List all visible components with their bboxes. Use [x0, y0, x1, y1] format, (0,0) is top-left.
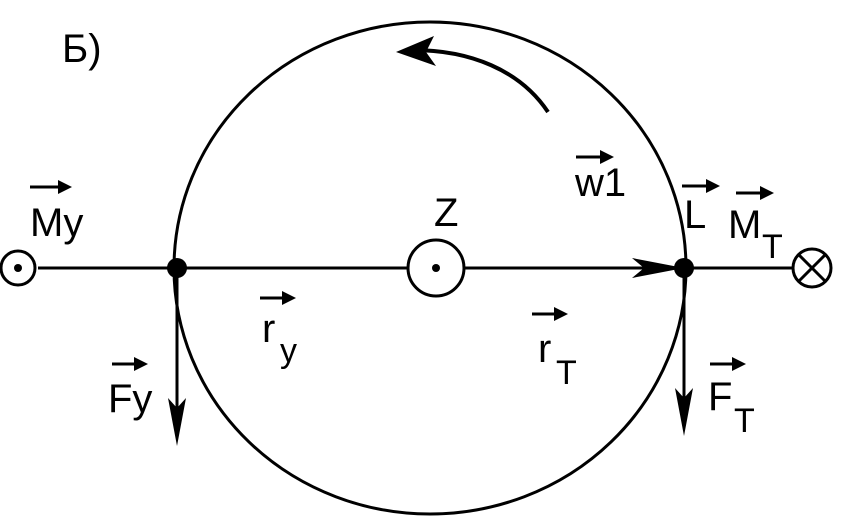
label-mt-sub: T: [762, 228, 783, 266]
force-fy-arrow-icon: [168, 398, 186, 446]
label-ft-sub: T: [734, 402, 755, 440]
circle-cross-icon: [791, 247, 833, 289]
force-ft-arrow-icon: [675, 388, 693, 436]
label-z: Z: [434, 191, 458, 235]
label-mt-main: M: [728, 203, 761, 247]
circle-dot-icon: [0, 249, 37, 287]
z-axis-circle-dot-icon: [406, 238, 466, 298]
label-ry-main: r: [262, 307, 275, 351]
rotation-arrow-icon: [396, 36, 436, 66]
label-my: My: [30, 201, 83, 245]
vector-arrows: [30, 150, 774, 371]
radius-arrow-head: [632, 258, 684, 278]
label-rt-sub: T: [556, 354, 577, 392]
label-l: L: [684, 193, 706, 237]
rotation-arc: [411, 48, 550, 114]
panel-label: Б): [62, 27, 102, 71]
label-rt-main: r: [538, 327, 551, 371]
label-ft-main: F: [708, 375, 732, 419]
label-fy: Fy: [108, 377, 152, 421]
label-w1: w1: [574, 161, 626, 205]
label-ry-sub: y: [280, 332, 297, 370]
